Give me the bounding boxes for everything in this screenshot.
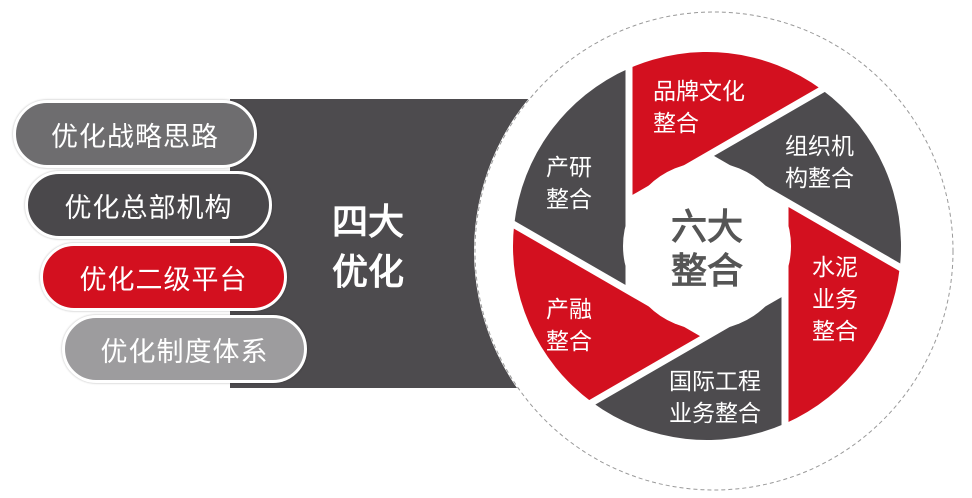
- title-line: 优化: [331, 252, 404, 293]
- label-line: 整合: [546, 187, 592, 213]
- optimize-system-pill: 优化制度体系: [62, 315, 307, 383]
- blade-label-organization: 组织机 构整合: [785, 131, 854, 195]
- six-integrations-title: 六大 整合: [647, 206, 767, 294]
- blade-cement: [785, 200, 900, 424]
- label-line: 国际工程: [669, 369, 761, 395]
- label-line: 整合: [812, 319, 858, 345]
- label-line: 品牌文化: [653, 79, 745, 105]
- label-line: 业务整合: [669, 401, 761, 427]
- blade-label-international: 国际工程 业务整合: [669, 366, 761, 430]
- label-line: 整合: [546, 329, 592, 355]
- label-line: 业务: [812, 287, 858, 313]
- blade-label-finance: 产融 整合: [546, 294, 592, 358]
- blade-organization: [707, 89, 901, 268]
- four-optimizations-title: 四大 优化: [318, 198, 418, 298]
- title-line: 四大: [331, 202, 404, 243]
- blade-label-research: 产研 整合: [546, 152, 592, 216]
- optimize-headquarters-pill: 优化总部机构: [25, 171, 272, 239]
- title-line: 六大: [670, 207, 743, 248]
- label-line: 整合: [653, 111, 699, 137]
- blade-finance: [513, 224, 707, 403]
- blade-brand: [629, 52, 822, 201]
- label-line: 产融: [546, 297, 592, 323]
- wheel-center: [623, 162, 791, 330]
- blade-international: [592, 291, 785, 440]
- label-line: 构整合: [785, 166, 854, 192]
- dashed-outer-ring: [474, 11, 954, 491]
- blade-label-brand: 品牌文化 整合: [653, 76, 745, 140]
- blade-research: [514, 68, 629, 292]
- label-line: 组织机: [785, 134, 854, 160]
- optimize-platform-pill: 优化二级平台: [40, 243, 287, 311]
- optimize-strategy-pill: 优化战略思路: [13, 100, 257, 168]
- blade-label-cement: 水泥 业务 整合: [812, 252, 858, 348]
- title-line: 整合: [670, 251, 743, 292]
- label-line: 水泥: [812, 255, 858, 281]
- label-line: 产研: [546, 155, 592, 181]
